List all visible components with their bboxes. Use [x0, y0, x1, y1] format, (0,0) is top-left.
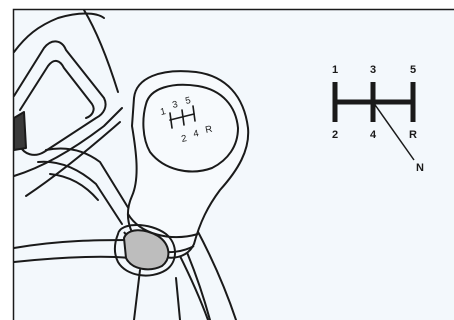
pattern-label-gear-1: 1 — [332, 64, 338, 76]
pattern-label-neutral: N — [416, 162, 424, 174]
pattern-label-gear-4: 4 — [370, 129, 377, 141]
pattern-label-gear-5: 5 — [410, 64, 416, 76]
pattern-label-gear-2: 2 — [332, 129, 338, 141]
pattern-label-gear-r: R — [409, 129, 417, 141]
pattern-label-gear-3: 3 — [370, 64, 376, 76]
